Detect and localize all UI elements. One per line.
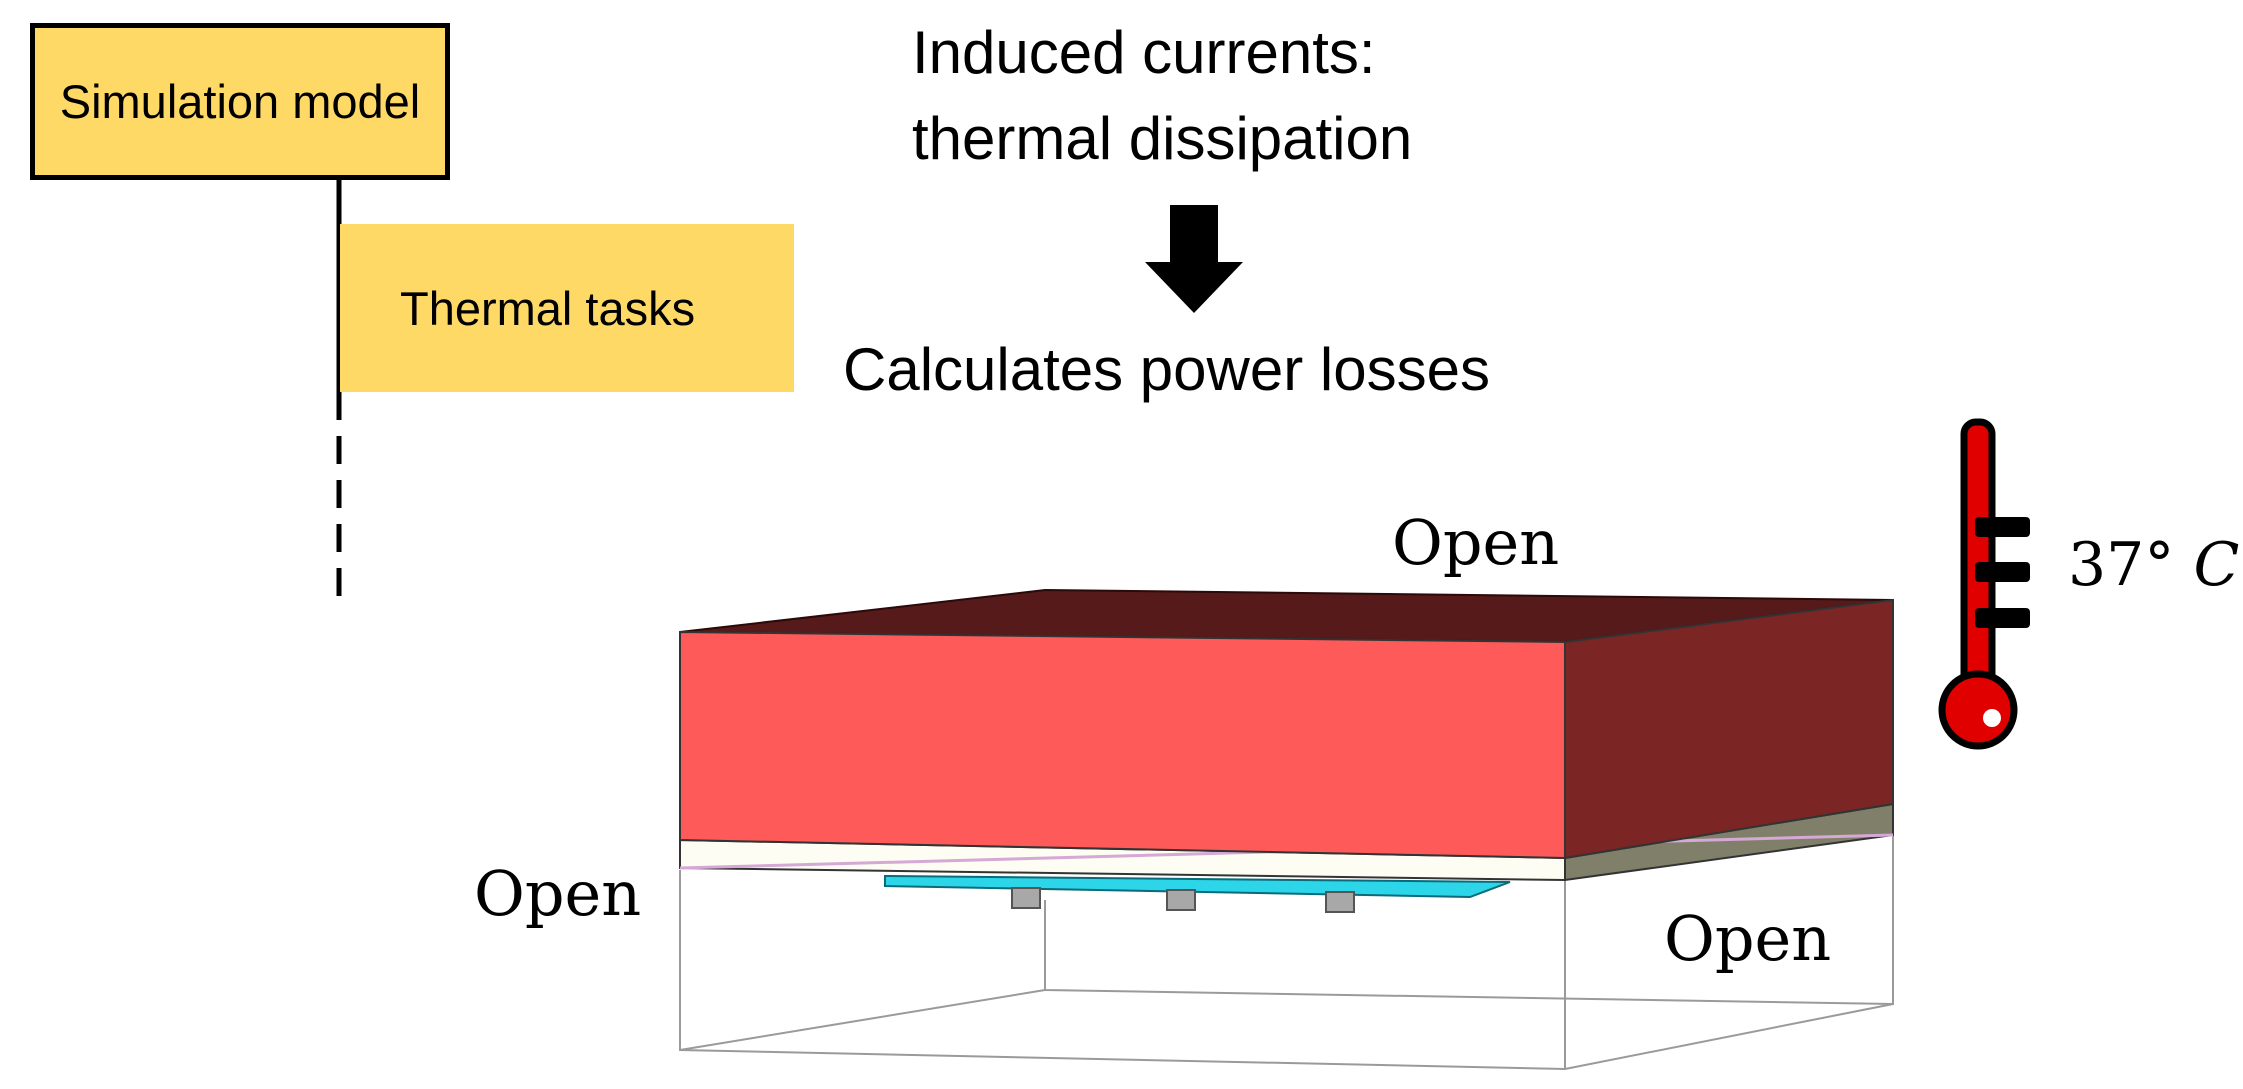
induced-line-2: thermal dissipation bbox=[912, 105, 1413, 172]
air-box-wireframe bbox=[679, 835, 1894, 1071]
coil-strip bbox=[884, 874, 1511, 899]
simulation-model-label: Simulation model bbox=[59, 74, 421, 128]
temperature-label: 37° C bbox=[2068, 530, 2239, 600]
open-top-label: Open bbox=[1392, 506, 1560, 579]
tissue-side-face bbox=[1564, 598, 1894, 860]
temperature-unit: C bbox=[2193, 530, 2240, 600]
thermal-tasks-label: Thermal tasks bbox=[400, 281, 696, 335]
tissue-front-face bbox=[679, 630, 1566, 860]
open-right-label: Open bbox=[1664, 902, 1832, 975]
thermal-tasks-box: Thermal tasks bbox=[340, 224, 794, 392]
open-left-label: Open bbox=[474, 857, 642, 930]
temperature-value: 37° bbox=[2068, 530, 2175, 600]
induced-line-1: Induced currents: bbox=[912, 19, 1376, 86]
induced-currents-text: Induced currents: thermal dissipation bbox=[912, 10, 1412, 182]
thermometer-icon bbox=[1938, 418, 2030, 750]
simulation-model-box: Simulation model bbox=[30, 23, 450, 180]
calculates-power-losses-text: Calculates power losses bbox=[843, 336, 1490, 403]
down-arrow-icon bbox=[1145, 205, 1243, 313]
coil-posts bbox=[1011, 887, 1355, 913]
